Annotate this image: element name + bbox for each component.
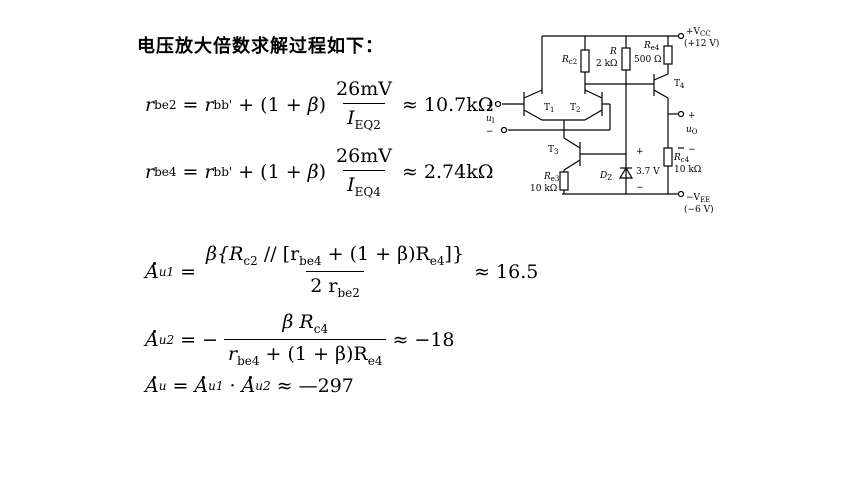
re4-top-label: Re4: [643, 41, 660, 52]
rc4-value: 10 kΩ: [674, 165, 701, 175]
eq1-lhs-var: r: [145, 94, 155, 116]
circuit-diagram: +VCC (+12 V) −VEE (−6 V) Rc2 R 2 kΩ Re4 …: [486, 27, 719, 215]
vcc-label: +VCC: [686, 27, 711, 38]
r-value: 2 kΩ: [596, 59, 618, 69]
uo-plus: +: [688, 111, 696, 121]
eq5-lhs-sub: u: [158, 379, 167, 393]
eq4-lhs-sub: u2: [158, 332, 175, 347]
eq4-numerator: β Rc4: [282, 311, 329, 336]
eq4-denominator: rbe4 + (1 + β)Re4: [224, 339, 387, 368]
ui-minus: −: [486, 127, 494, 137]
eq3-lhs-var: A: [145, 260, 159, 283]
re3-label: Re3: [543, 172, 559, 183]
re3-value: 10 kΩ: [530, 184, 557, 194]
eq4-neg: = −: [180, 328, 218, 351]
t3-label: T3: [548, 145, 558, 156]
vcc-value: (+12 V): [684, 38, 719, 49]
eq1-result: ≈ 10.7kΩ: [401, 94, 494, 116]
eq2-fraction: 26mV IEQ4: [332, 145, 396, 199]
eq3-result: ≈ 16.5: [474, 260, 539, 283]
t2-label: T2: [570, 103, 580, 114]
eq5-a1-sub: u1: [208, 379, 224, 393]
eq5-a1-var: A: [194, 375, 209, 397]
eq2-result: ≈ 2.74kΩ: [401, 161, 494, 183]
eq2-rbb-sub: bb': [213, 165, 233, 179]
eq2-close: ): [318, 161, 327, 183]
eq1-close: ): [318, 94, 327, 116]
vee-value: (−6 V): [684, 204, 714, 215]
eq5-result: ≈ —297: [276, 375, 354, 397]
eq1-lhs-sub: be2: [154, 98, 177, 112]
eq2-lhs-sub: be4: [154, 165, 177, 179]
eq4-lhs-var: A: [145, 328, 159, 351]
eq5-dot: ·: [229, 375, 236, 397]
eq2-lhs-var: r: [145, 161, 155, 183]
eq1-beta: β: [307, 94, 319, 116]
eq1-numerator: 26mV: [336, 78, 392, 100]
eq2-beta: β: [307, 161, 319, 183]
eq2-plus-one: + (1 +: [238, 161, 302, 183]
t1-label: T1: [544, 103, 554, 114]
rc4-label: Rc4: [673, 153, 690, 164]
eq1-rbb-sub: bb': [213, 98, 233, 112]
vee-label: −VEE: [686, 193, 710, 204]
eq5-a2-sub: u2: [255, 379, 271, 393]
eq5-a2-var: A: [241, 375, 256, 397]
eq3-numerator: β{Rc2 // [rbe4 + (1 + β)Re4]}: [206, 243, 465, 268]
dz-minus: −: [636, 183, 644, 193]
eq2-rbb-var: r: [204, 161, 214, 183]
uo-label: uO: [686, 125, 698, 136]
uo-minus: −: [688, 145, 696, 155]
dz-plus: +: [636, 147, 644, 157]
ui-label: uI: [486, 114, 495, 125]
dz-label: DZ: [599, 171, 612, 182]
eq3-lhs-sub: u1: [158, 264, 175, 279]
t4-label: T4: [674, 79, 685, 90]
dz-value: 3.7 V: [636, 167, 660, 177]
ui-plus: +: [486, 101, 494, 111]
page-title: 电压放大倍数求解过程如下：: [137, 36, 384, 57]
eq1-fraction: 26mV IEQ2: [332, 78, 396, 132]
eq1-plus-one: + (1 +: [238, 94, 302, 116]
eq4-result: ≈ −18: [392, 328, 455, 351]
eq5-lhs-var: A: [145, 375, 159, 397]
r-label: R: [609, 47, 617, 57]
eq1-denominator: IEQ2: [343, 103, 385, 132]
re4-top-value: 500 Ω: [634, 55, 662, 65]
eq4-fraction: β Rc4 rbe4 + (1 + β)Re4: [224, 311, 387, 368]
eq3-denominator: 2 rbe2: [306, 271, 364, 300]
eq1-rbb-var: r: [204, 94, 214, 116]
eq3-fraction: β{Rc2 // [rbe4 + (1 + β)Re4]} 2 rbe2: [202, 243, 468, 300]
eq2-numerator: 26mV: [336, 145, 392, 167]
rc2-label: Rc2: [561, 55, 577, 66]
eq2-denominator: IEQ4: [343, 170, 385, 199]
